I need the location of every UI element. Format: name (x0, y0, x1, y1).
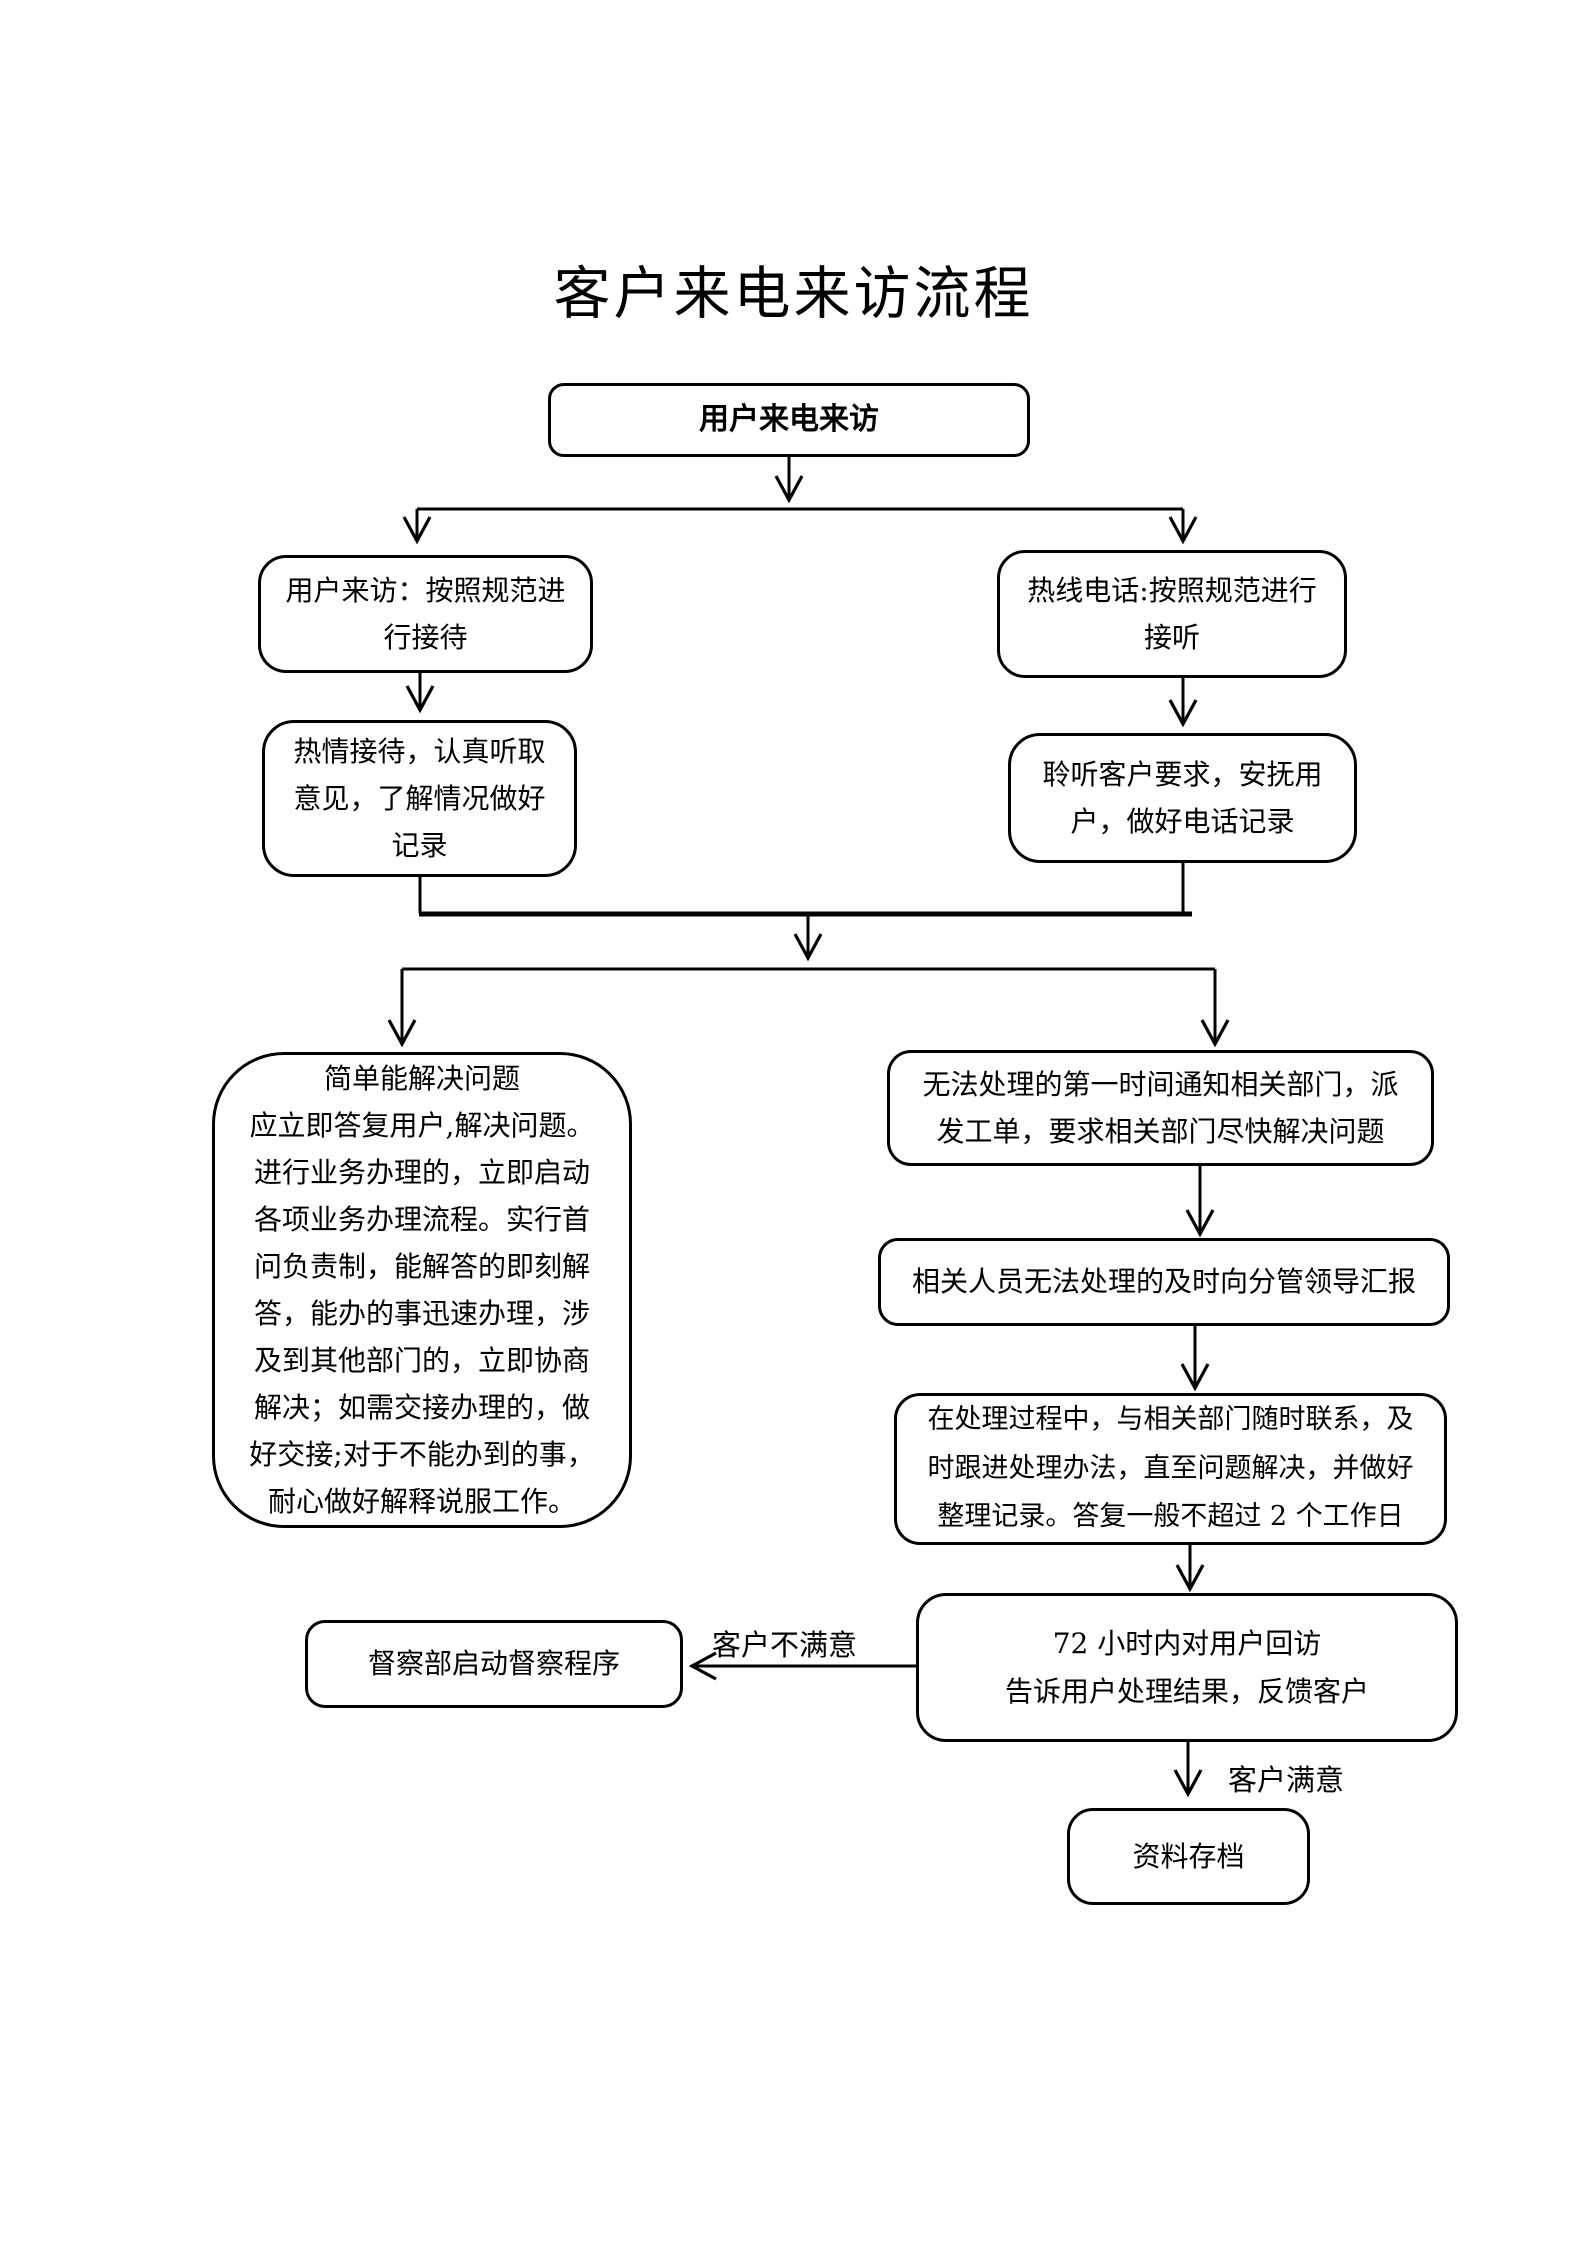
node-supervision-dept: 督察部启动督察程序 (305, 1620, 683, 1708)
node-warm-reception: 热情接待，认真听取 意见，了解情况做好 记录 (262, 720, 577, 877)
node-listen-record: 聆听客户要求，安抚用 户，做好电话记录 (1008, 733, 1357, 863)
node-follow-up: 在处理过程中，与相关部门随时联系，及 时跟进处理办法，直至问题解决，并做好 整理… (894, 1393, 1447, 1545)
edge-label-dissatisfied: 客户不满意 (712, 1628, 858, 1662)
node-report-leader: 相关人员无法处理的及时向分管领导汇报 (878, 1238, 1450, 1326)
node-simple-resolution: 简单能解决问题 应立即答复用户,解决问题。 进行业务办理的，立即启动 各项业务办… (212, 1052, 632, 1528)
page-title: 客户来电来访流程 (553, 261, 1034, 327)
edge-label-satisfied: 客户满意 (1228, 1763, 1345, 1797)
node-callback-72h: 72 小时内对用户回访 告诉用户处理结果，反馈客户 (916, 1593, 1458, 1742)
node-user-visit: 用户来访：按照规范进 行接待 (258, 555, 593, 673)
node-user-contact: 用户来电来访 (548, 383, 1030, 457)
node-hotline-call: 热线电话:按照规范进行 接听 (997, 550, 1347, 678)
node-archive: 资料存档 (1067, 1808, 1310, 1905)
node-notify-departments: 无法处理的第一时间通知相关部门，派 发工单，要求相关部门尽快解决问题 (887, 1050, 1434, 1166)
